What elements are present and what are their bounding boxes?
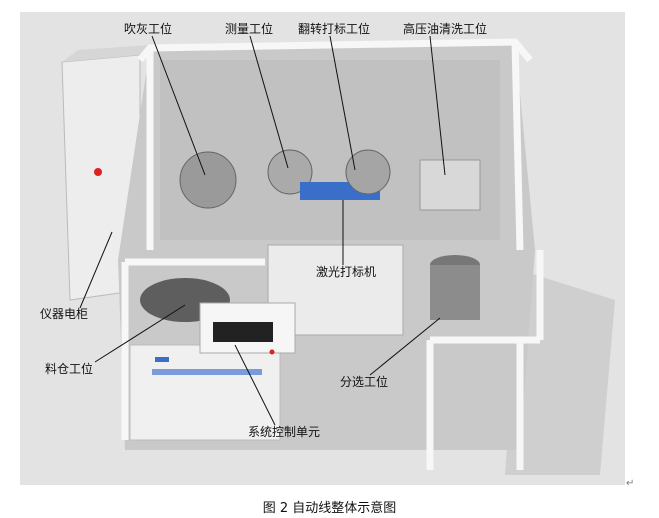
label-wash-station: 高压油清洗工位: [403, 22, 488, 36]
label-flip-mark-station: 翻转打标工位: [298, 22, 371, 36]
label-sort-station: 分选工位: [340, 375, 389, 389]
flip-station: [345, 149, 391, 195]
hmi-screen: [213, 322, 273, 342]
label-measure-station: 测量工位: [225, 22, 274, 36]
panel-button-icon: [269, 349, 275, 355]
label-hopper-station: 料仓工位: [45, 362, 94, 376]
emergency-stop-icon: [94, 168, 102, 176]
paragraph-mark: ↵: [626, 478, 635, 489]
figure-caption: 图 2 自动线整体示意图: [262, 501, 397, 516]
machine-nameplate: [152, 369, 262, 375]
label-laser-marker: 激光打标机: [316, 265, 377, 279]
floor-ramp: [505, 270, 615, 475]
logo-badge: [155, 357, 169, 362]
leader-lines: [79, 35, 446, 426]
work-table: [160, 60, 500, 240]
label-instrument-cabinet: 仪器电柜: [40, 307, 89, 321]
cabinet-top: [62, 45, 150, 62]
label-blow-station: 吹灰工位: [124, 22, 173, 36]
wash-station: [419, 159, 481, 211]
blow-station: [179, 151, 237, 209]
frame-profiles: [121, 38, 544, 470]
label-control-unit: 系统控制单元: [248, 425, 321, 439]
sort-bin: [430, 265, 480, 320]
